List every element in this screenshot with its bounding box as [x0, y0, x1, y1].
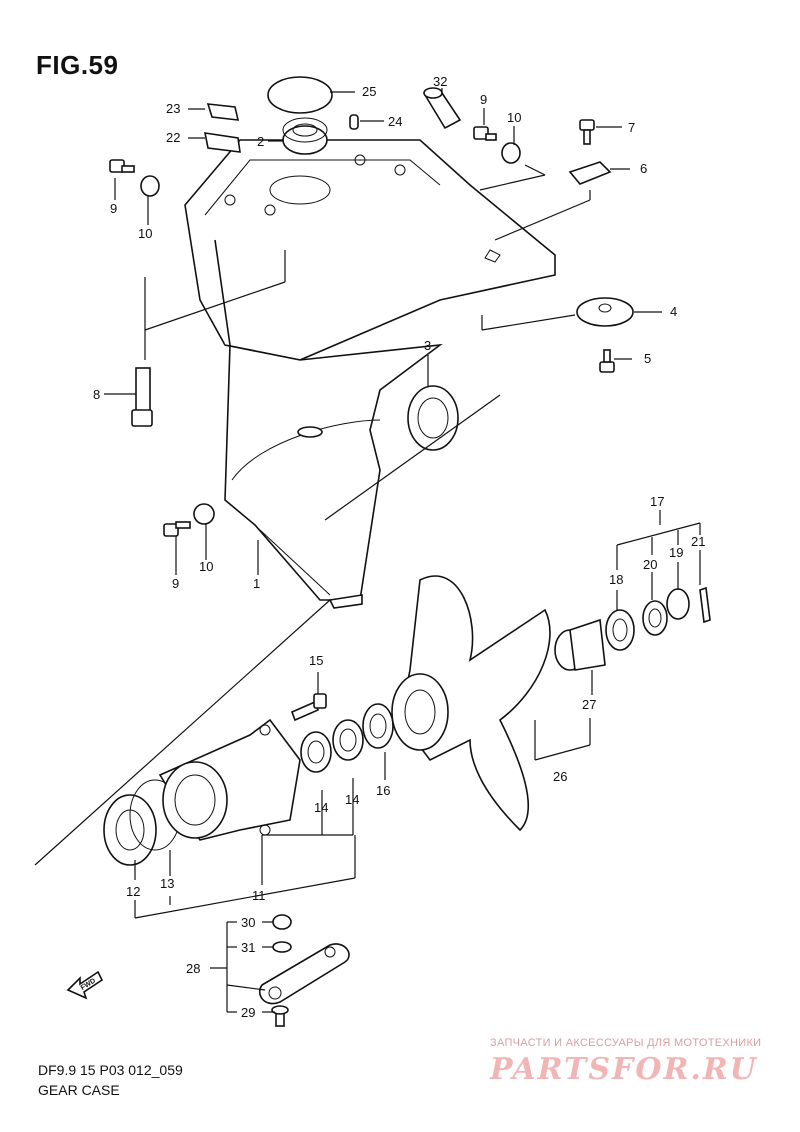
callout-29: 29 — [241, 1005, 255, 1020]
watermark-tagline: ЗАПЧАСТИ И АКСЕССУАРЫ ДЛЯ МОТОТЕХНИКИ — [490, 1037, 762, 1049]
leader-lines — [34, 88, 701, 1013]
callout-14-b: 14 — [345, 792, 359, 807]
bolt-part-7 — [579, 119, 595, 145]
bearing-part-2 — [282, 117, 328, 155]
bolt-part-15 — [290, 693, 327, 722]
gear-case-housing — [184, 139, 556, 609]
callout-32: 32 — [433, 74, 447, 89]
callout-11: 11 — [252, 888, 266, 903]
callout-10-mid: 10 — [199, 559, 213, 574]
callout-14-a: 14 — [314, 800, 328, 815]
seal-part-14-a — [300, 731, 332, 773]
callout-17: 17 — [650, 494, 664, 509]
screw-part-29 — [271, 1005, 289, 1027]
bolt-part-9-mid — [163, 521, 191, 537]
callout-9-top-right: 9 — [480, 92, 487, 107]
callout-10-top-left: 10 — [138, 226, 152, 241]
pin-part-24 — [349, 114, 359, 130]
clip-parts-22-23 — [203, 103, 241, 153]
plug-part-32 — [423, 87, 462, 130]
anode-part-6 — [568, 161, 612, 185]
callout-9-top-left: 9 — [110, 201, 117, 216]
callout-28: 28 — [186, 961, 200, 976]
bearing-part-3 — [407, 385, 459, 451]
callout-23: 23 — [166, 101, 180, 116]
washer-part-10-top-right — [501, 142, 521, 164]
callout-12: 12 — [126, 884, 140, 899]
bracket-part-28 — [258, 943, 350, 1005]
callout-26: 26 — [553, 769, 567, 784]
cotter-pin-part-21 — [699, 586, 711, 624]
bushing-part-16 — [362, 703, 394, 749]
forward-direction-arrow: FWD — [66, 970, 104, 1000]
callout-24: 24 — [388, 114, 402, 129]
drawing-code: DF9.9 15 P03 012_059 — [38, 1062, 183, 1078]
callout-31: 31 — [241, 940, 255, 955]
callout-6: 6 — [640, 161, 647, 176]
callout-13: 13 — [160, 876, 174, 891]
callout-30: 30 — [241, 915, 255, 930]
callout-7: 7 — [628, 120, 635, 135]
callout-16: 16 — [376, 783, 390, 798]
trim-tab-part-4 — [576, 297, 634, 327]
callout-4: 4 — [670, 304, 677, 319]
callout-21: 21 — [691, 534, 705, 549]
callout-27: 27 — [582, 697, 596, 712]
callout-2: 2 — [257, 134, 264, 149]
spacer-part-27 — [554, 618, 606, 671]
bolt-part-5 — [599, 349, 615, 373]
callout-9-mid: 9 — [172, 576, 179, 591]
watermark-logo: PARTSFOR.RU — [490, 1052, 758, 1087]
bolt-part-9-top-right — [473, 126, 497, 141]
callout-20: 20 — [643, 557, 657, 572]
circlip-part-25 — [267, 76, 333, 114]
bolt-part-8 — [131, 367, 153, 427]
washer-part-20 — [642, 600, 668, 636]
callout-3: 3 — [424, 338, 431, 353]
callout-10-top-right: 10 — [507, 110, 521, 125]
callout-5: 5 — [644, 351, 651, 366]
washer-part-31 — [272, 941, 292, 953]
washer-part-10-top-left — [140, 175, 160, 197]
callout-15: 15 — [309, 653, 323, 668]
nut-part-30 — [272, 914, 292, 930]
callout-labels: 25 23 22 2 24 32 9 10 7 6 9 10 4 3 5 8 9… — [93, 74, 705, 1020]
callout-22: 22 — [166, 130, 180, 145]
figure-title: FIG.59 — [36, 50, 119, 80]
figure-caption: GEAR CASE — [38, 1082, 120, 1098]
bearing-part-12 — [103, 794, 157, 866]
nut-part-19 — [666, 588, 690, 620]
callout-19: 19 — [669, 545, 683, 560]
callout-25: 25 — [362, 84, 376, 99]
bearing-housing-part-11 — [158, 718, 301, 841]
callout-8: 8 — [93, 387, 100, 402]
callout-1: 1 — [253, 576, 260, 591]
propeller-part-26 — [391, 575, 551, 832]
bolt-part-9-top-left — [109, 159, 135, 173]
washer-part-18 — [605, 609, 635, 651]
washer-part-10-mid — [193, 503, 215, 525]
callout-18: 18 — [609, 572, 623, 587]
seal-part-14-b — [332, 719, 364, 761]
